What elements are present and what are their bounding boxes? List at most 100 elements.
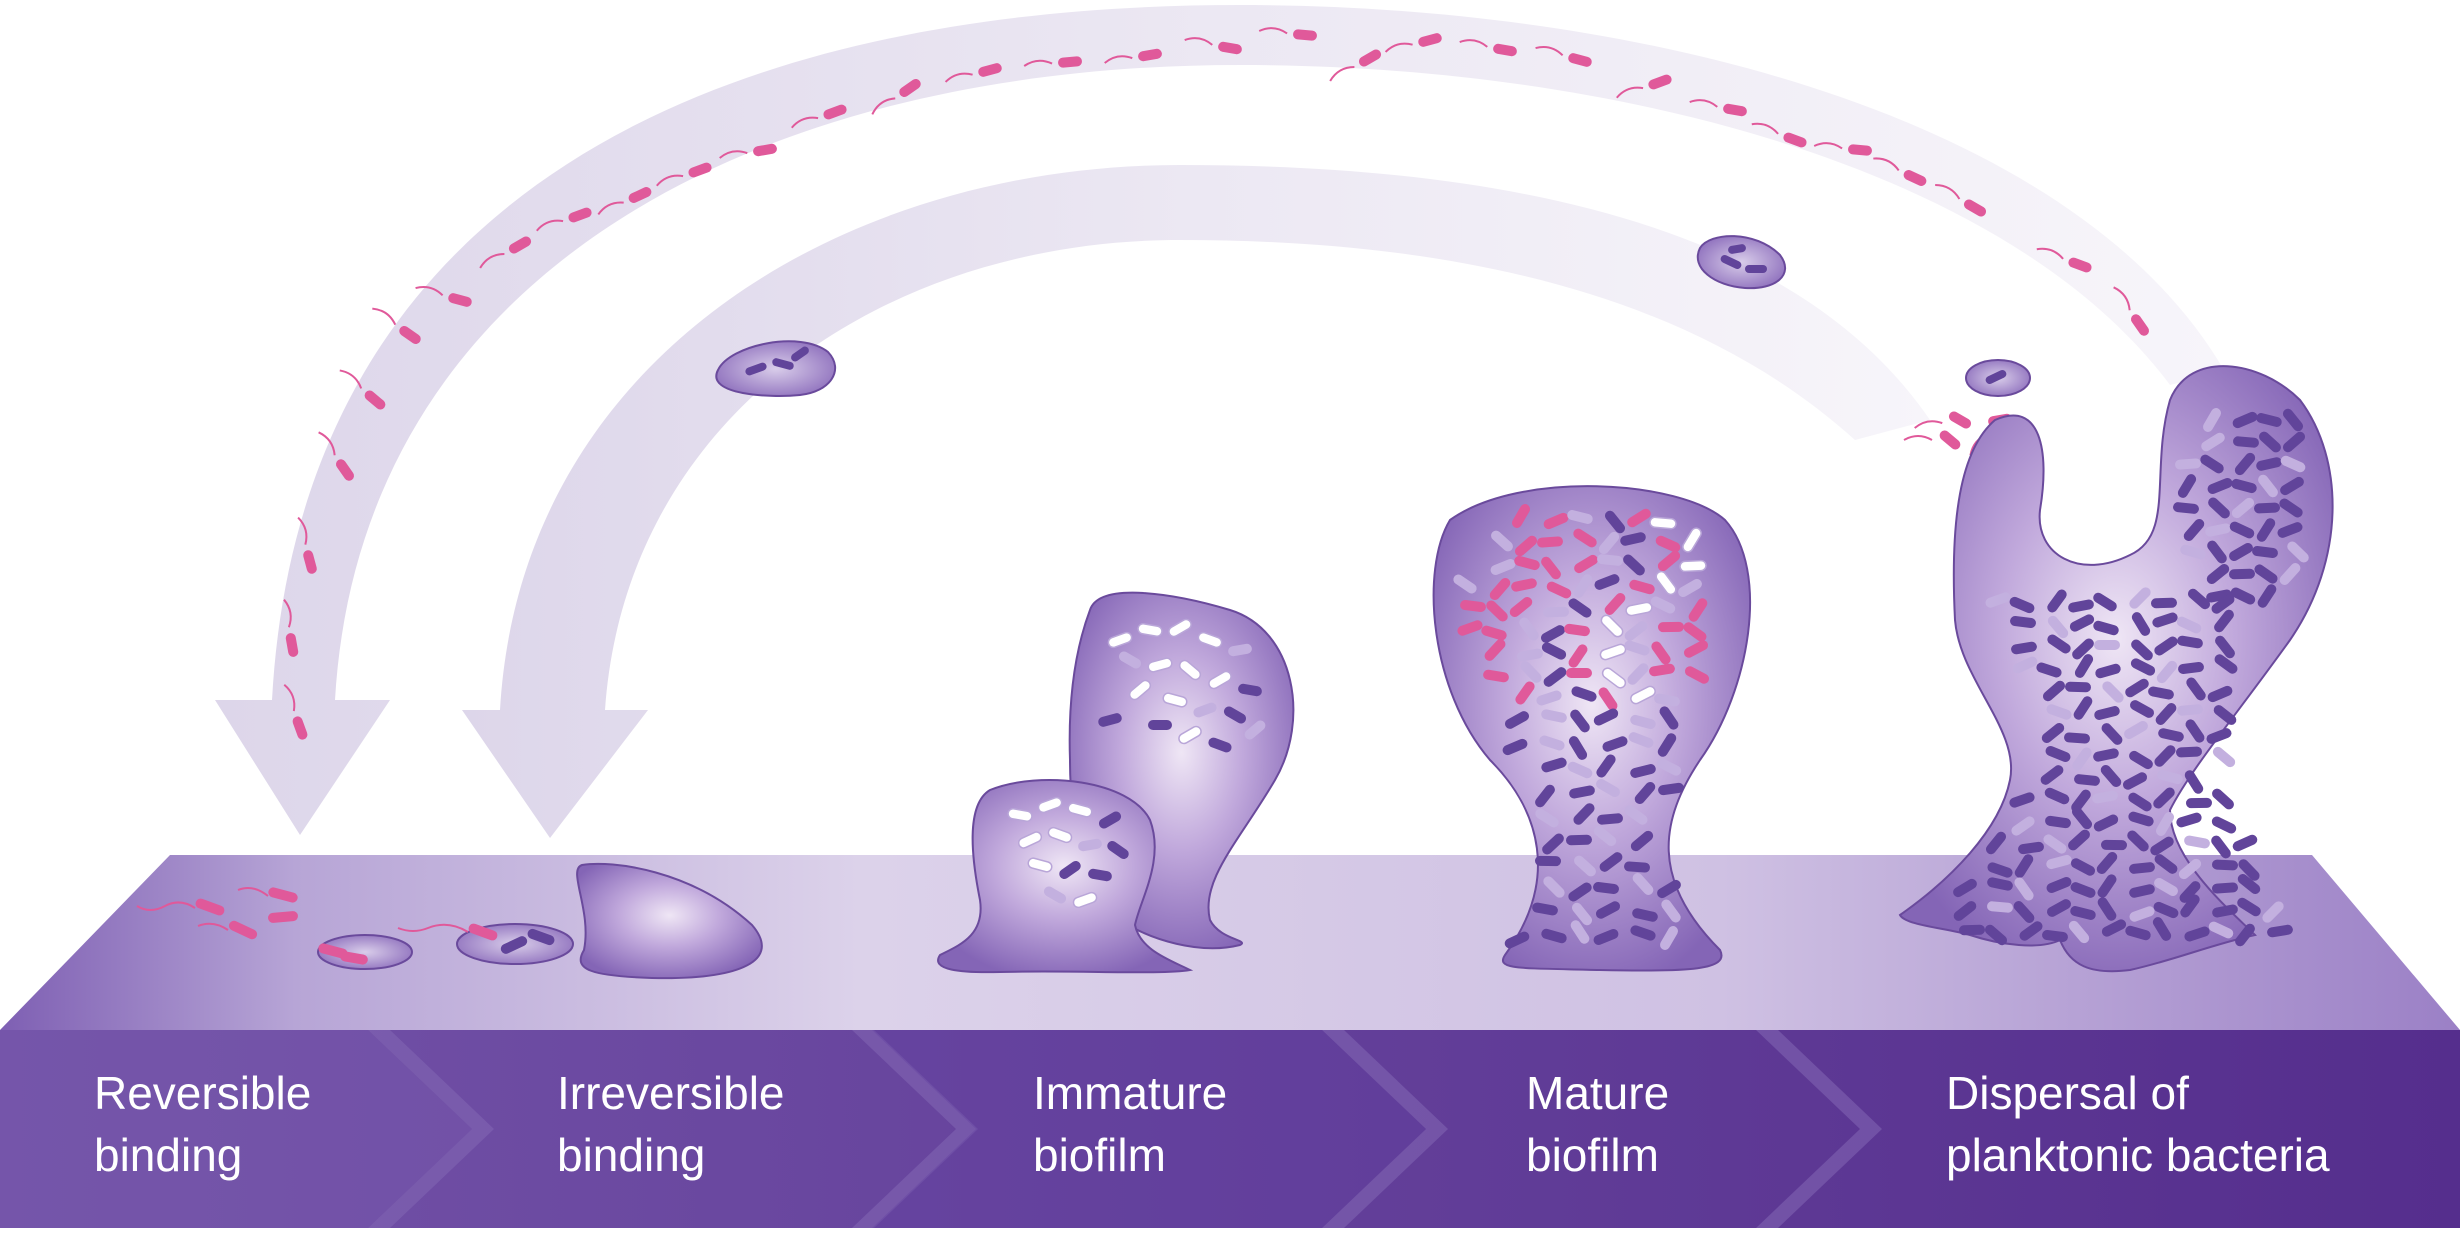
bacterium — [2232, 411, 2258, 429]
bacterium — [1624, 861, 1650, 873]
bacterium — [2129, 587, 2151, 609]
bacterium — [2208, 497, 2230, 519]
bacterium — [2011, 641, 2037, 655]
bacterium — [335, 459, 355, 481]
bacterium — [2259, 431, 2281, 453]
bacterium — [1543, 606, 1569, 618]
bacterium — [2237, 873, 2261, 895]
flagellum — [1873, 157, 1900, 171]
bacterium — [2101, 839, 2127, 851]
bacterium — [1541, 642, 1567, 660]
stage-label-mature-biofilm: Mature biofilm — [1526, 1062, 1669, 1186]
bacterium — [2257, 584, 2277, 608]
bacterium — [1543, 512, 1569, 530]
bacterium — [1546, 581, 1572, 599]
bacterium — [1569, 785, 1595, 799]
bacterium — [2180, 544, 2206, 560]
bacterium — [1625, 601, 1653, 617]
bacterium — [2179, 881, 2201, 903]
bacterium — [1098, 811, 1122, 829]
bacterium — [1107, 840, 1129, 860]
bacterium — [2184, 926, 2210, 942]
bacterium — [1568, 882, 1592, 902]
bacterium — [1604, 593, 1626, 615]
stage-label-line: binding — [557, 1129, 706, 1181]
bacterium — [1218, 41, 1242, 55]
flagellum — [339, 369, 363, 389]
bacterium — [2122, 772, 2148, 790]
bacterium — [1661, 899, 1681, 923]
bacterium — [1658, 621, 1684, 633]
bacterium — [2214, 654, 2238, 674]
bacterium — [1630, 764, 1656, 778]
bacterium — [2070, 858, 2096, 876]
bacterium — [1682, 527, 1702, 553]
bacterium — [1537, 536, 1563, 548]
bacterium — [2207, 540, 2227, 564]
bacterium — [1596, 754, 1616, 778]
bacterium — [1208, 737, 1232, 753]
bacterium — [1959, 924, 1985, 936]
flagellum — [1258, 27, 1288, 35]
bacterium — [2229, 568, 2255, 580]
bacterium — [1511, 578, 1537, 592]
bacterium — [753, 143, 777, 157]
bacterium — [2101, 919, 2127, 937]
bacterium — [1244, 720, 1266, 740]
flagellum — [372, 307, 397, 326]
bacterium — [2127, 830, 2149, 852]
bacterium — [1567, 510, 1593, 524]
bacterium — [1490, 559, 1516, 575]
bacterium — [2129, 884, 2155, 898]
stage-band — [0, 1030, 2460, 1228]
bacterium — [1594, 574, 1620, 590]
bacterium — [1903, 170, 1927, 186]
bacterium — [2131, 612, 2151, 636]
bacterium — [1543, 876, 1565, 898]
bacterium — [1532, 902, 1558, 916]
bacterium — [2254, 564, 2278, 584]
bacterium — [1543, 667, 1567, 687]
flagellum — [656, 174, 684, 187]
bacterium — [2279, 498, 2303, 518]
bacterium — [1596, 779, 1620, 797]
bacterium — [2152, 612, 2178, 628]
bacterium — [448, 293, 472, 307]
flagellum — [1459, 39, 1488, 48]
flagellum — [1935, 184, 1961, 200]
bacterium — [1658, 782, 1684, 796]
bacterium — [2173, 502, 2199, 514]
bacterium — [2178, 858, 2202, 880]
bacterium — [2009, 792, 2035, 808]
bacterium — [292, 716, 308, 740]
bacterium — [1481, 625, 1507, 641]
bacterium — [1504, 931, 1530, 949]
bacterium — [2093, 748, 2119, 762]
flagellum — [1184, 37, 1213, 46]
bacterium — [2212, 882, 2238, 894]
bacterium — [2183, 518, 2205, 542]
bacterium — [1517, 648, 1543, 662]
bacterium — [2212, 904, 2238, 918]
bacterium — [2177, 635, 2203, 649]
bacterium — [1573, 803, 1595, 825]
bacterium — [2207, 478, 2233, 494]
bacterium — [1043, 886, 1067, 904]
bacterium — [2232, 834, 2258, 852]
bacterium — [2044, 787, 2070, 805]
bacterium — [2207, 685, 2233, 703]
bacterium — [1570, 920, 1590, 944]
bacterium — [1629, 579, 1655, 595]
bacterium — [2256, 457, 2282, 471]
floating-cluster — [1965, 359, 2031, 397]
bacterium — [2097, 897, 2117, 921]
stage-label-dispersal: Dispersal of planktonic bacteria — [1946, 1062, 2330, 1186]
flagellum — [2113, 286, 2131, 311]
floating-cluster — [1696, 235, 1787, 290]
stage-arrow-divider — [1756, 1030, 1882, 1228]
bacterium — [1593, 929, 1619, 945]
bacterium — [1514, 535, 1538, 557]
bacterium — [1953, 901, 1977, 921]
bacterium — [2046, 704, 2072, 720]
flagellum — [536, 219, 564, 232]
